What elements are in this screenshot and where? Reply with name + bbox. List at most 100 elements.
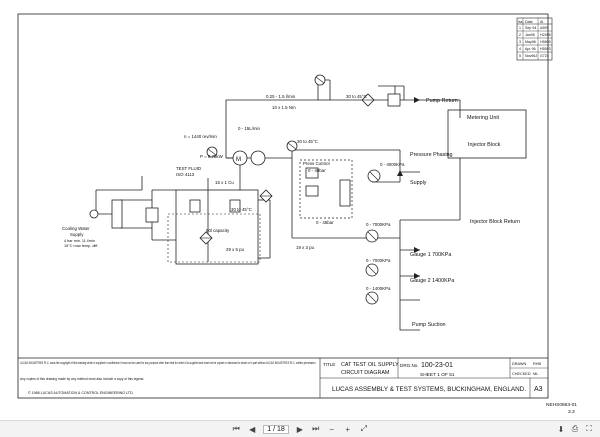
flow-arrows [397,97,420,279]
rev-cell: May96 [525,40,536,44]
label-temp1: 30 to 45°C [346,94,367,99]
label-gauge1: Gauge 1 700KPa [410,252,451,258]
prev-page-icon[interactable]: ◀ [249,424,256,434]
pump-icon [250,150,266,166]
tb-size: A3 [534,386,543,393]
rev-header-date: Date [525,20,533,24]
label-motor-kw: P = 0.75kW [200,154,224,159]
label-temp2: 30 to 45°C [297,139,318,144]
rev-cell: Sep 94 [525,26,536,30]
page-current: 1 [267,425,272,433]
label-cooling: Cooling Water [62,226,90,231]
filter-return-icon [387,93,401,107]
rev-cell: 1 [519,26,521,30]
tb-checked-label: CHECKED [512,372,531,376]
page-input[interactable]: 1 / 18 [263,424,289,434]
label-capacity: 50l capacity [206,228,230,233]
rev-cell: 2 [519,33,521,37]
label-flow-top: 0.25 - 1.5 l/min [266,94,296,99]
pressure-control-box [299,159,353,219]
label-pipe2: 15 x 1 Cu [215,180,234,185]
svg-text:M: M [236,157,241,163]
water-valve-icon [89,209,99,219]
label-pump-suction: Pump Suction [412,322,446,328]
page-total: / 18 [273,425,285,433]
label-gauge-7000a: 0 - 7000KPa [366,222,391,227]
tb-checked-by: ML [533,372,538,376]
label-flow3: 0 - 45bar [316,220,334,225]
tb-company: LUCAS ASSEMBLY & TEST SYSTEMS, BUCKINGHA… [332,386,526,393]
label-gauge-7000b: 0 - 7000KPa [366,258,391,263]
zoom-out-icon[interactable]: − [329,424,335,434]
zoom-in-icon[interactable]: + [345,424,351,434]
tb-title-line2: CIRCUIT DIAGRAM [341,370,390,376]
label-pipe3: 29 x 5 pu [226,247,245,252]
rev-cell: 5 [519,54,521,58]
label-temp3: 30 to 45°C [231,207,252,212]
press-reg-2-icon [305,185,319,197]
sheet-border [17,13,549,399]
label-gauge2: Gauge 2 1400KPa [410,278,454,284]
first-page-icon[interactable]: ⏮ [232,424,240,433]
tb-drg-no: 100-23-01 [421,362,453,369]
label-supply: Supply [410,180,427,186]
label-press-range: 0 - 40bar [308,168,326,173]
pdf-viewer-toolbar: ⏮ ◀ 1 / 18 ▶ ⏭ − + ⤢ ⬇ ⎙ ⛶ [0,420,600,437]
label-flow2: 0 - 15L/min [238,126,261,131]
pipework [95,79,527,331]
label-supply2: Supply [70,232,84,237]
download-icon[interactable]: ⬇ [557,424,565,434]
label-pressure-phasing: Pressure Phasing [410,152,453,158]
label-speed: n = 1440 rev/min [184,134,217,139]
tb-drawn-label: DRAWN [512,362,526,366]
label-pipe1: 10 x 1.5 Nm [272,105,296,110]
print-icon[interactable]: ⎙ [571,424,579,433]
tb-doc-ref: NEHS0863-01 [546,402,577,408]
fullscreen-icon[interactable]: ⛶ [586,424,592,433]
label-test-fluid: TEST FLUID [176,166,201,171]
label-press-control: Press Control [303,161,330,166]
tank-dashed-box [167,213,261,263]
diagram-labels: 0.25 - 1.5 l/min 30 to 45°C Pump Return … [62,94,520,328]
label-water-spec1: 4 bar min. 11 l/min [64,239,95,243]
label-pipe4: 19 x 3 pu [296,245,315,250]
label-metering-unit: Metering Unit [467,115,500,121]
press-reg-1-icon [305,167,319,179]
control-valve-icon [339,179,351,207]
rev-cell: H5593 [540,47,551,51]
rev-cell: 4 [519,47,521,51]
rev-cell: 3 [519,40,521,44]
rev-cell: Apr 96 [525,47,536,51]
heater-icon [229,199,241,213]
title-block: LUCAS INDUSTRIES PLC. owns the copyright… [18,357,577,415]
tb-drg-label: DRG.No. [400,363,419,368]
tb-sheet: SHEET 1 OF 51 [420,372,455,378]
label-water-spec2: 15°C max temp. diff. [64,244,98,248]
rev-cell: G724 [540,54,549,58]
tb-notice2: Any copies of this drawing made by any m… [20,377,144,381]
components [89,74,401,305]
last-page-icon[interactable]: ⏭ [312,424,320,433]
rev-cell: Jan95 [525,33,535,37]
rev-cell: H5605 [540,40,551,44]
solenoid-valve-icon [111,199,123,229]
label-pump-return: Pump Return [426,98,458,104]
tb-doc-ver: 3.3 [568,409,575,415]
fit-page-icon[interactable]: ⤢ [360,424,367,433]
rev-cell: A905 [540,26,548,30]
tb-title-line1: CAT TEST OIL SUPPLY [341,362,399,368]
tb-title-label: TITLE [323,362,335,367]
tb-copyright: © 1988 LUCAS AUTOMATION & CONTROL ENGINE… [28,391,134,395]
rev-header-iss: Iss [518,20,523,24]
label-gauge-4000: 0 - 4000KPa [380,162,405,167]
label-injector-return: Injector Block Return [470,219,520,225]
filter-tank-icon [189,199,201,213]
rev-cell: H2496 [540,33,551,37]
label-gauge-1600: 0 - 1400KPa [366,286,391,291]
rev-rows: 1 Sep 94 A905 2 Jan95 H2496 3 May96 H5605 4 Apr 96… [519,26,551,58]
label-injector-block: Injector Block [468,142,501,148]
heat-exchanger-icon [145,207,159,223]
next-page-icon[interactable]: ▶ [296,424,303,434]
